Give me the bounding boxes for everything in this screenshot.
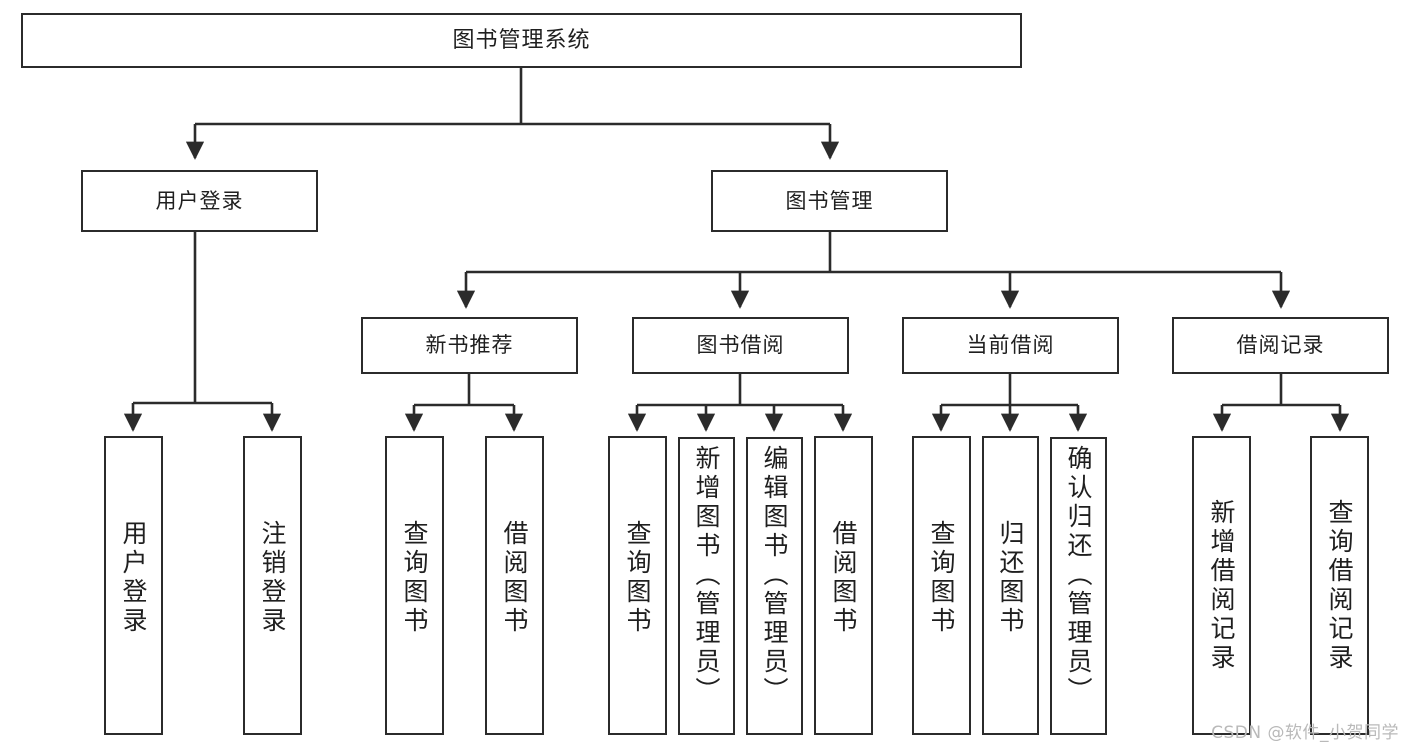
node-root[interactable]: 图书管理系统 [21,13,1022,68]
node-leaf-query-book-2[interactable]: 查询图书 [608,436,667,735]
node-leaf-return-book[interactable]: 归还图书 [982,436,1039,735]
node-leaf-borrow-book-2[interactable]: 借阅图书 [814,436,873,735]
node-current-borrow-label: 当前借阅 [966,333,1055,358]
node-user-login-label: 用户登录 [155,188,244,213]
node-leaf-query-book-3-label: 查询图书 [927,520,956,636]
node-leaf-query-book-3[interactable]: 查询图书 [912,436,971,735]
node-leaf-add-record-label: 新增借阅记录 [1207,498,1236,673]
node-book-borrow-label: 图书借阅 [696,333,785,358]
node-leaf-return-book-label: 归还图书 [996,520,1025,636]
node-leaf-borrow-book-1-label: 借阅图书 [500,520,529,636]
node-leaf-borrow-book-2-label: 借阅图书 [829,520,858,636]
node-leaf-query-book-1[interactable]: 查询图书 [385,436,444,735]
node-leaf-logout-label: 注销登录 [258,520,287,636]
node-leaf-add-record[interactable]: 新增借阅记录 [1192,436,1251,735]
node-book-borrow[interactable]: 图书借阅 [632,317,849,374]
node-borrow-record[interactable]: 借阅记录 [1172,317,1389,374]
node-root-label: 图书管理系统 [452,27,591,53]
node-leaf-query-book-2-label: 查询图书 [623,520,652,636]
csdn-watermark: CSDN @软件_小贺同学 [1211,723,1399,743]
node-leaf-borrow-book-1[interactable]: 借阅图书 [485,436,544,735]
node-leaf-add-book-label: 新增图书（管理员） [692,445,721,706]
node-leaf-query-record-label: 查询借阅记录 [1325,498,1354,673]
node-borrow-record-label: 借阅记录 [1236,333,1325,358]
node-leaf-confirm-return[interactable]: 确认归还（管理员） [1050,437,1107,735]
node-leaf-edit-book-label: 编辑图书（管理员） [760,445,789,706]
node-leaf-user-login-label: 用户登录 [119,520,148,636]
node-new-book-rec[interactable]: 新书推荐 [361,317,578,374]
node-leaf-add-book[interactable]: 新增图书（管理员） [678,437,735,735]
node-leaf-query-record[interactable]: 查询借阅记录 [1310,436,1369,735]
node-book-manage[interactable]: 图书管理 [711,170,948,232]
node-leaf-logout[interactable]: 注销登录 [243,436,302,735]
node-leaf-user-login[interactable]: 用户登录 [104,436,163,735]
node-current-borrow[interactable]: 当前借阅 [902,317,1119,374]
node-new-book-rec-label: 新书推荐 [425,333,514,358]
node-leaf-confirm-return-label: 确认归还（管理员） [1064,445,1093,706]
node-user-login[interactable]: 用户登录 [81,170,318,232]
node-book-manage-label: 图书管理 [785,188,874,213]
node-leaf-query-book-1-label: 查询图书 [400,520,429,636]
node-leaf-edit-book[interactable]: 编辑图书（管理员） [746,437,803,735]
